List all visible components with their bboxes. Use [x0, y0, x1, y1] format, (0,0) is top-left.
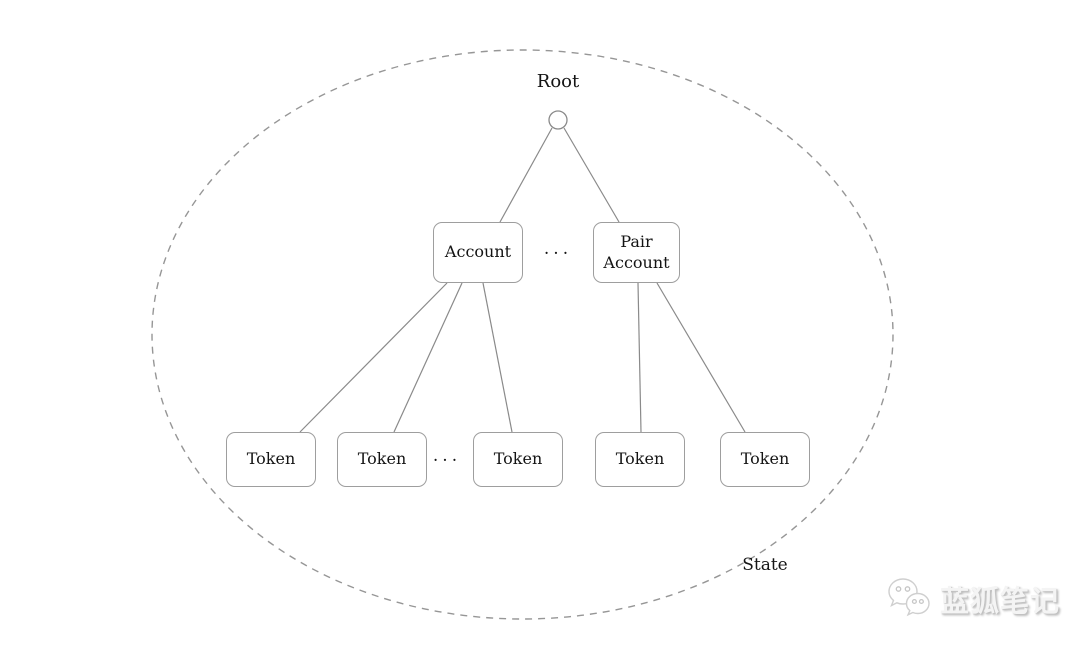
ellipsis-tokens: ... — [432, 446, 462, 466]
token-label: Token — [357, 449, 407, 469]
state-boundary-ellipse — [151, 49, 894, 620]
wechat-icon — [888, 578, 930, 617]
token-node-1: Token — [226, 432, 316, 487]
state-label: State — [742, 555, 788, 575]
token-node-2: Token — [337, 432, 427, 487]
edge-pair-account-token-5 — [656, 282, 746, 433]
edge-root-account — [499, 127, 553, 223]
edge-account-token-1 — [299, 282, 448, 433]
root-label: Root — [536, 71, 580, 92]
token-label: Token — [493, 449, 543, 469]
watermark-text: 蓝狐笔记 — [940, 584, 1061, 618]
root-node-circle — [548, 110, 568, 130]
token-label: Token — [246, 449, 296, 469]
account-node: Account — [433, 222, 523, 283]
token-node-3: Token — [473, 432, 563, 487]
watermark: 蓝狐笔记 — [886, 576, 1060, 622]
account-label: Account — [444, 242, 512, 262]
token-node-4: Token — [595, 432, 685, 487]
edge-account-token-3 — [482, 282, 513, 433]
edge-root-pair-account — [563, 127, 620, 223]
ellipsis-accounts: ... — [543, 239, 573, 259]
edge-pair-account-token-4 — [637, 282, 642, 433]
edge-account-token-2 — [393, 282, 463, 433]
token-label: Token — [740, 449, 790, 469]
pair-account-node: Pair Account — [593, 222, 680, 283]
pair-account-label: Pair Account — [603, 231, 670, 272]
token-node-5: Token — [720, 432, 810, 487]
token-label: Token — [615, 449, 665, 469]
